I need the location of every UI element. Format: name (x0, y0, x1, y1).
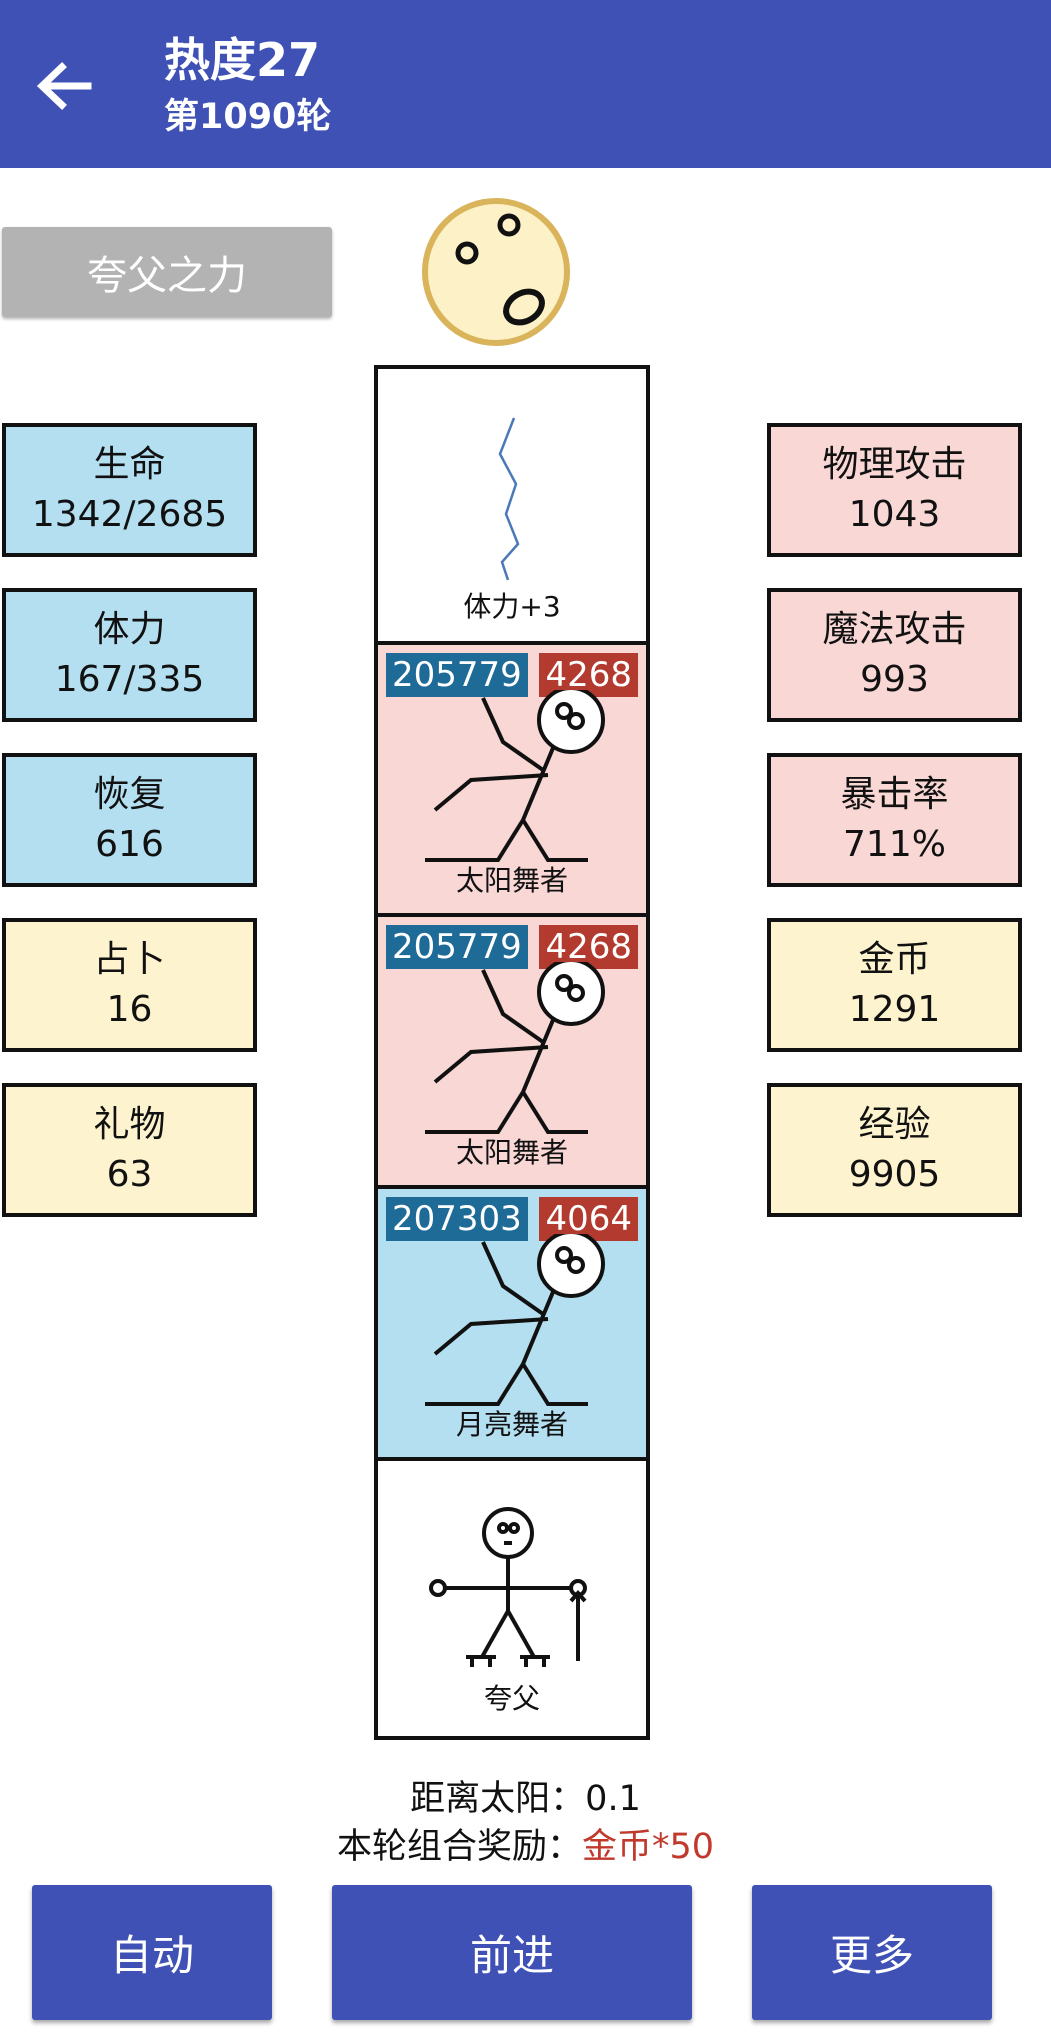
track-cell-enemy[interactable]: 205779 4268 太阳舞者 (378, 641, 646, 913)
stat-value: 616 (95, 824, 164, 865)
enemy-hp-badge: 205779 (386, 925, 528, 969)
round-subtitle: 第1090轮 (164, 97, 332, 137)
track-cell-enemy[interactable]: 207303 4064 月亮舞者 (378, 1185, 646, 1457)
stat-physical-attack: 物理攻击 1043 (767, 423, 1022, 557)
dancer-figure-icon (425, 1234, 605, 1406)
track-column: 体力+3 205779 4268 太阳舞者 205779 4268 (374, 365, 650, 1740)
app-bar: 热度27 第1090轮 (0, 0, 1051, 168)
back-button[interactable] (28, 46, 100, 126)
distance-label: 距离太阳： (410, 1779, 586, 1819)
enemy-attack-badge: 4268 (539, 653, 638, 697)
stat-magic-attack: 魔法攻击 993 (767, 588, 1022, 722)
stat-label: 经验 (858, 1104, 931, 1145)
stat-value: 1043 (848, 494, 941, 535)
stat-label: 暴击率 (840, 774, 949, 815)
stat-label: 金币 (858, 939, 931, 980)
enemy-name: 太阳舞者 (455, 1136, 568, 1169)
kuafu-figure-icon (429, 1507, 587, 1667)
dancer-figure-icon (425, 962, 605, 1134)
stat-value: 1291 (848, 989, 941, 1030)
reward-line: 本轮组合奖励：金币*50 (0, 1824, 1051, 1870)
stat-value: 167/335 (54, 659, 205, 700)
stat-gold: 金币 1291 (767, 918, 1022, 1052)
stat-experience: 经验 9905 (767, 1083, 1022, 1217)
player-name: 夸父 (483, 1682, 540, 1715)
stat-label: 礼物 (93, 1104, 166, 1145)
page-title: 热度27 (164, 33, 321, 87)
reward-label: 本轮组合奖励： (336, 1827, 582, 1867)
enemy-name: 月亮舞者 (455, 1408, 568, 1441)
stat-label: 魔法攻击 (822, 609, 967, 650)
stat-value: 711% (843, 824, 946, 865)
stat-value: 63 (106, 1154, 153, 1195)
lightning-icon (498, 417, 520, 581)
stat-recovery: 恢复 616 (2, 753, 257, 887)
enemy-attack-badge: 4268 (539, 925, 638, 969)
track-cell-item[interactable]: 体力+3 (378, 369, 646, 641)
stat-stamina: 体力 167/335 (2, 588, 257, 722)
more-button[interactable]: 更多 (752, 1885, 992, 2020)
stat-health: 生命 1342/2685 (2, 423, 257, 557)
stat-divination: 占卜 16 (2, 918, 257, 1052)
stat-label: 物理攻击 (822, 444, 967, 485)
dancer-figure-icon (425, 690, 605, 862)
stat-value: 993 (860, 659, 929, 700)
stat-value: 1342/2685 (31, 494, 228, 535)
stat-label: 生命 (93, 444, 166, 485)
auto-button[interactable]: 自动 (32, 1885, 272, 2020)
forward-button[interactable]: 前进 (332, 1885, 692, 2020)
enemy-hp-badge: 205779 (386, 653, 528, 697)
stat-label: 恢复 (93, 774, 166, 815)
stat-crit-rate: 暴击率 711% (767, 753, 1022, 887)
distance-value: 0.1 (585, 1779, 641, 1819)
stat-value: 16 (106, 989, 153, 1030)
distance-line: 距离太阳：0.1 (0, 1776, 1051, 1822)
track-cell-enemy[interactable]: 205779 4268 太阳舞者 (378, 913, 646, 1185)
enemy-hp-badge: 207303 (386, 1197, 528, 1241)
stat-label: 占卜 (93, 939, 166, 980)
track-cell-player[interactable]: 夸父 (378, 1457, 646, 1736)
sun-face-icon (422, 198, 570, 346)
arrow-left-icon (36, 62, 92, 110)
stat-value: 9905 (848, 1154, 941, 1195)
stat-label: 体力 (93, 609, 166, 650)
item-label: 体力+3 (463, 590, 561, 623)
reward-value: 金币*50 (581, 1827, 715, 1867)
stat-gift: 礼物 63 (2, 1083, 257, 1217)
kuafu-power-button[interactable]: 夸父之力 (2, 227, 332, 317)
enemy-name: 太阳舞者 (455, 864, 568, 897)
